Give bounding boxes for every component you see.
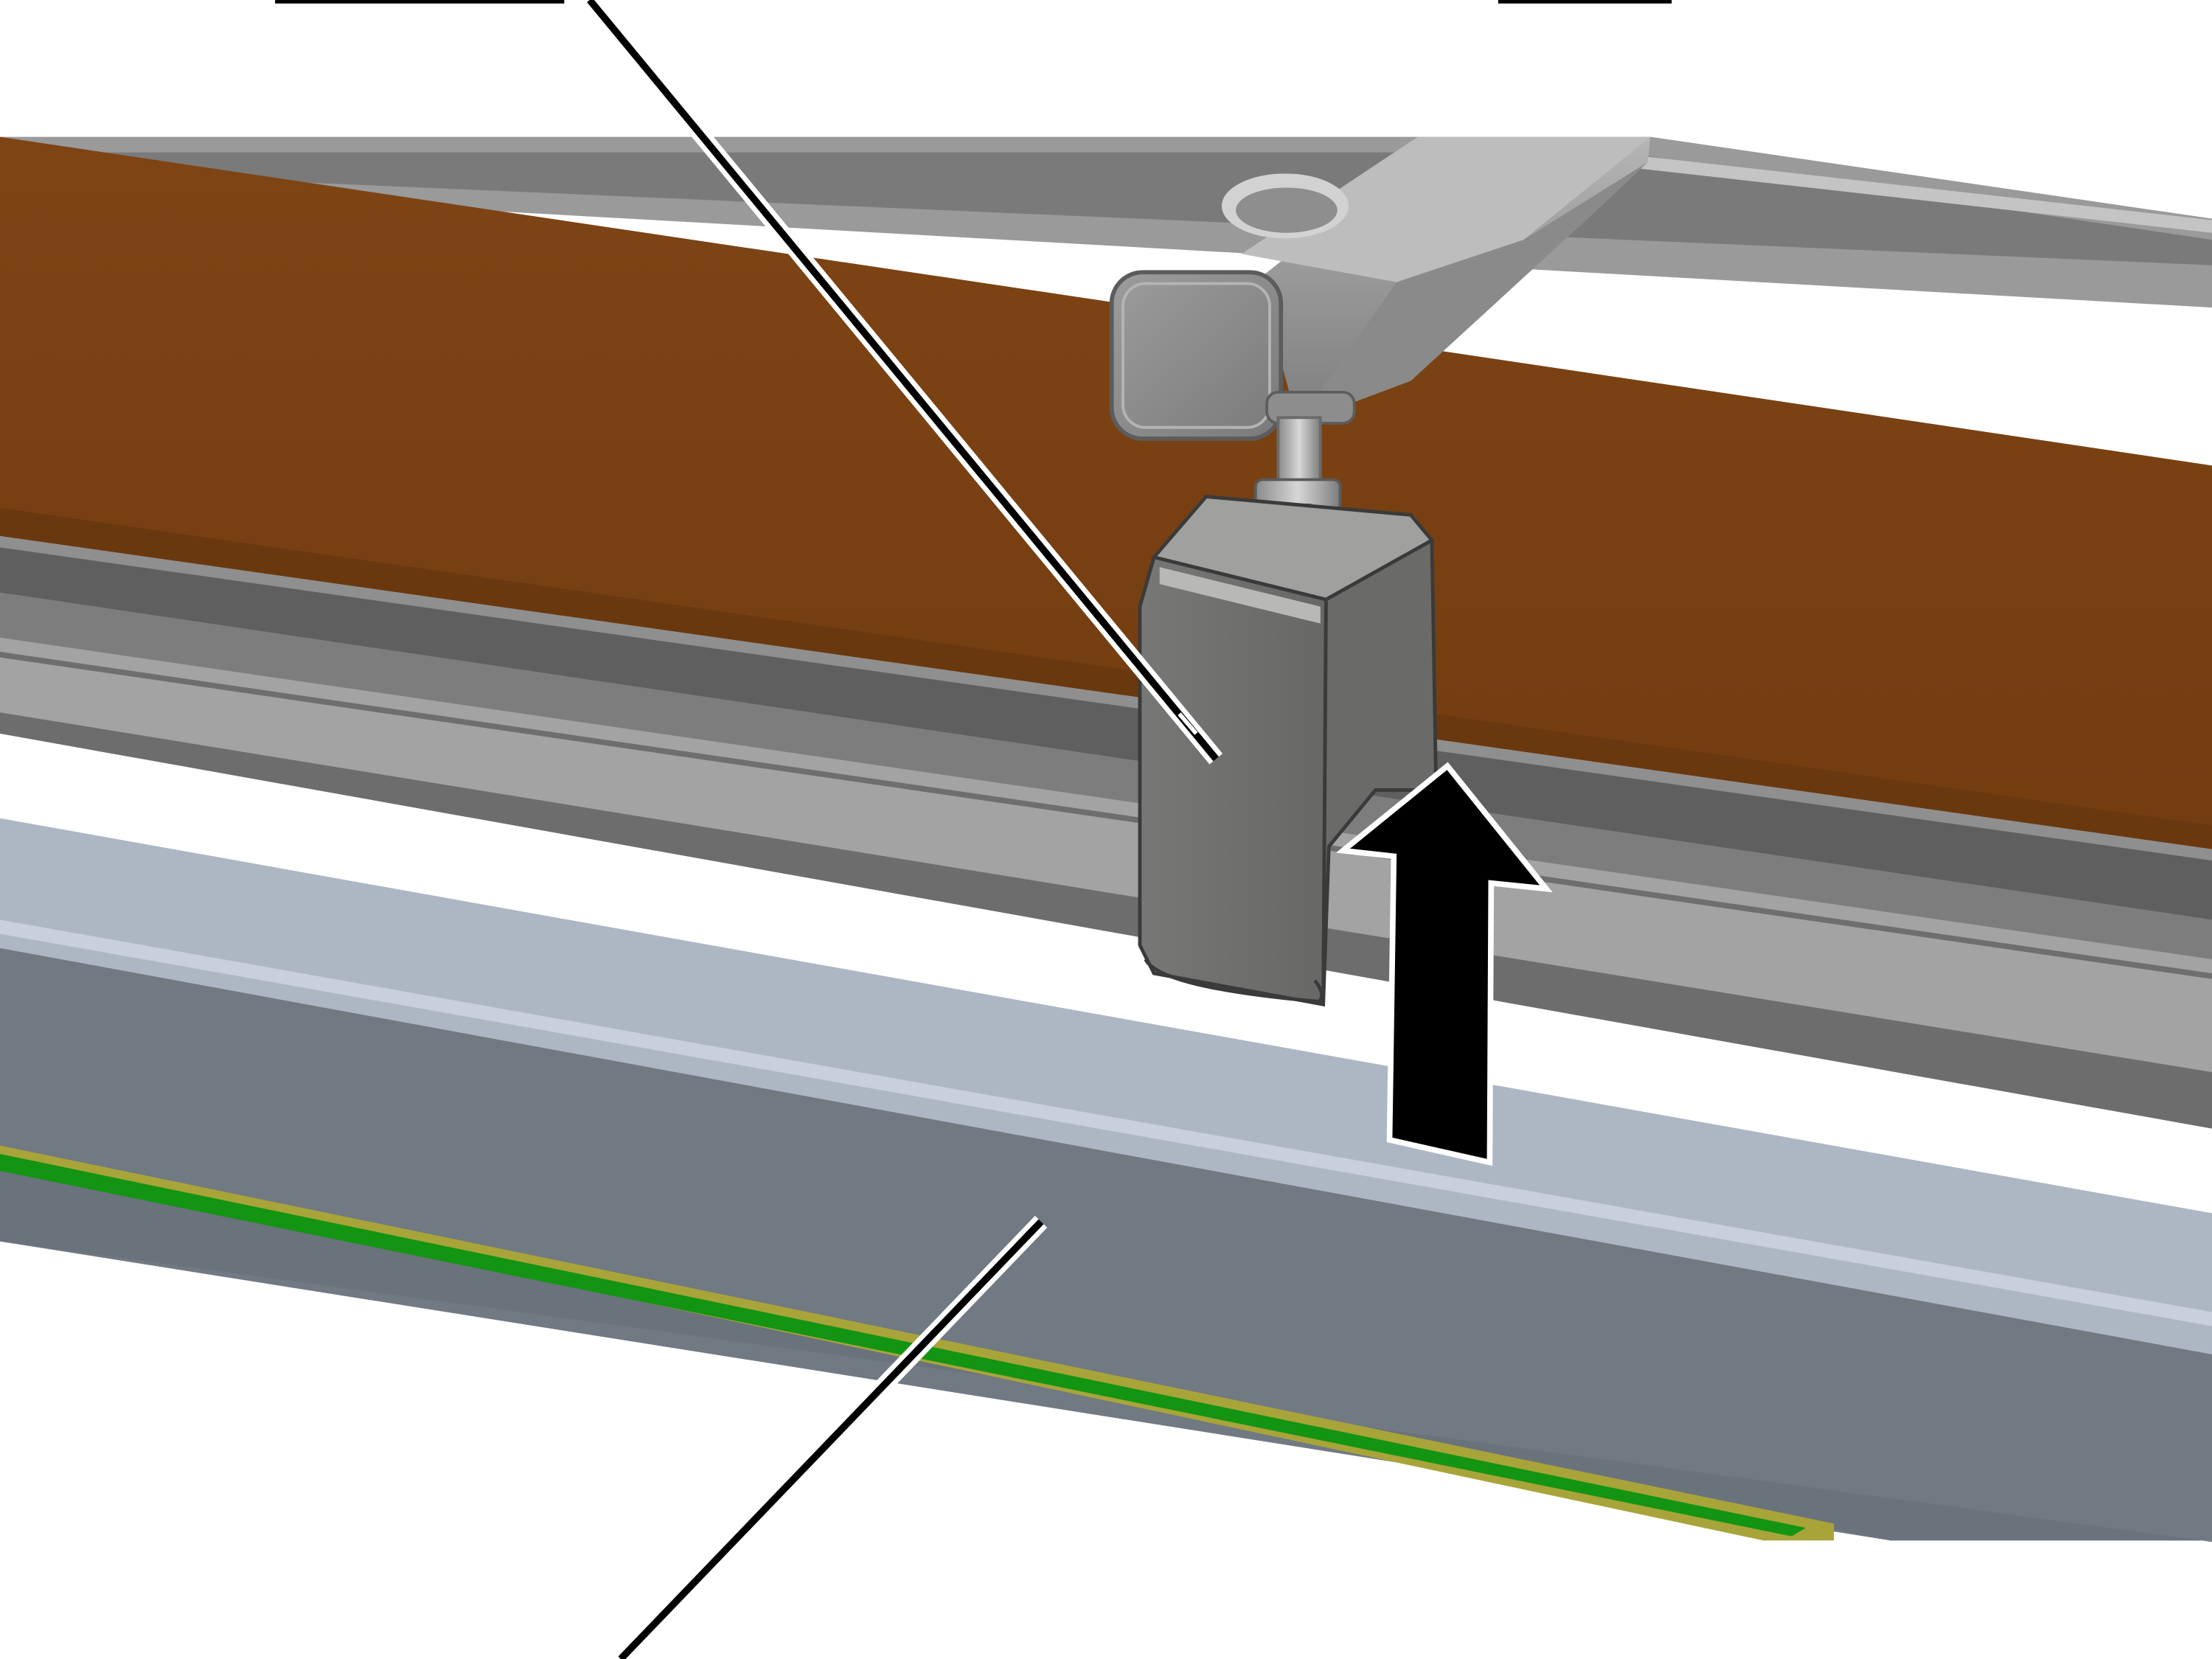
- clip-front-face: [1138, 554, 1328, 1007]
- leader-line-clip: [587, 0, 1219, 762]
- hanger-clip: [1138, 494, 1439, 1007]
- leader-line-duct: [618, 1219, 1044, 1659]
- rail-top-channel: [0, 152, 2212, 265]
- leader-lines: [275, 0, 1672, 1659]
- rail-lower-mid-band: [0, 592, 2212, 960]
- cable-duct: [0, 818, 2212, 1543]
- rail-lower-dark-band: [0, 547, 2212, 920]
- clip-front-highlight: [1159, 567, 1321, 624]
- duct-front-face: [0, 947, 2212, 1541]
- brown-panel: [0, 136, 2212, 849]
- tube-end-cap: [1109, 270, 1284, 441]
- tube-top-face: [1241, 136, 1651, 282]
- rail-lower-light-band: [0, 637, 2212, 1073]
- arrow-up-icon: [1335, 762, 1553, 1166]
- rail-lower-edge: [0, 712, 2212, 1129]
- tube-side-face: [1298, 162, 1648, 423]
- clip-bottom-lip: [1144, 958, 1324, 1004]
- duct-top-highlight: [0, 919, 2212, 1326]
- arrow-up-shape: [1335, 762, 1553, 1166]
- mounting-rail: [0, 136, 2212, 1129]
- square-tube-bracket: [1109, 136, 1651, 441]
- tube-hole-inner: [1236, 187, 1338, 233]
- earth-stripe-green: [0, 1154, 1806, 1537]
- rail-top-highlight: [1608, 152, 2212, 233]
- rail-lower-groove: [0, 651, 2212, 979]
- brown-panel-shade: [0, 507, 2212, 849]
- leader-line-clip-break: [1178, 712, 1198, 735]
- clip-side-face: [1321, 537, 1439, 1005]
- tube-end-cap-inner: [1121, 282, 1271, 429]
